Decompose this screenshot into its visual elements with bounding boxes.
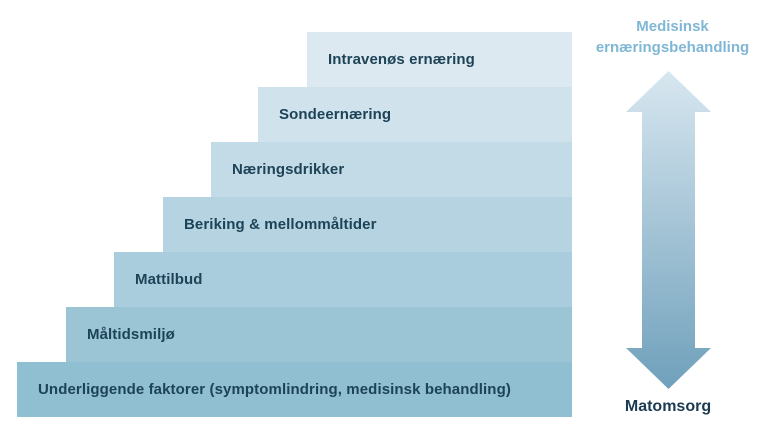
- step-underliggende-faktorer: Underliggende faktorer (symptomlindring,…: [17, 362, 572, 417]
- double-arrow-icon: [626, 71, 711, 389]
- step-mattilbud: Mattilbud: [114, 252, 572, 307]
- step-naeringsdrikker: Næringsdrikker: [211, 142, 572, 197]
- step-maltidsmiljo: Måltidsmiljø: [66, 307, 572, 362]
- axis-bottom-label: Matomsorg: [624, 398, 712, 415]
- step-label: Sondeernæring: [279, 106, 392, 123]
- step-label: Mattilbud: [135, 271, 203, 288]
- step-label: Beriking & mellommåltider: [184, 216, 377, 233]
- step-intravenos-ernaering: Intravenøs ernæring: [307, 32, 572, 87]
- step-sondeernaering: Sondeernæring: [258, 87, 572, 142]
- step-label: Næringsdrikker: [232, 161, 345, 178]
- step-beriking-mellommaltider: Beriking & mellommåltider: [163, 197, 572, 252]
- step-label: Underliggende faktorer (symptomlindring,…: [38, 381, 511, 398]
- step-label: Intravenøs ernæring: [328, 51, 475, 68]
- step-label: Måltidsmiljø: [87, 326, 175, 343]
- axis-top-label: Medisinsk ernæringsbehandling: [595, 18, 750, 56]
